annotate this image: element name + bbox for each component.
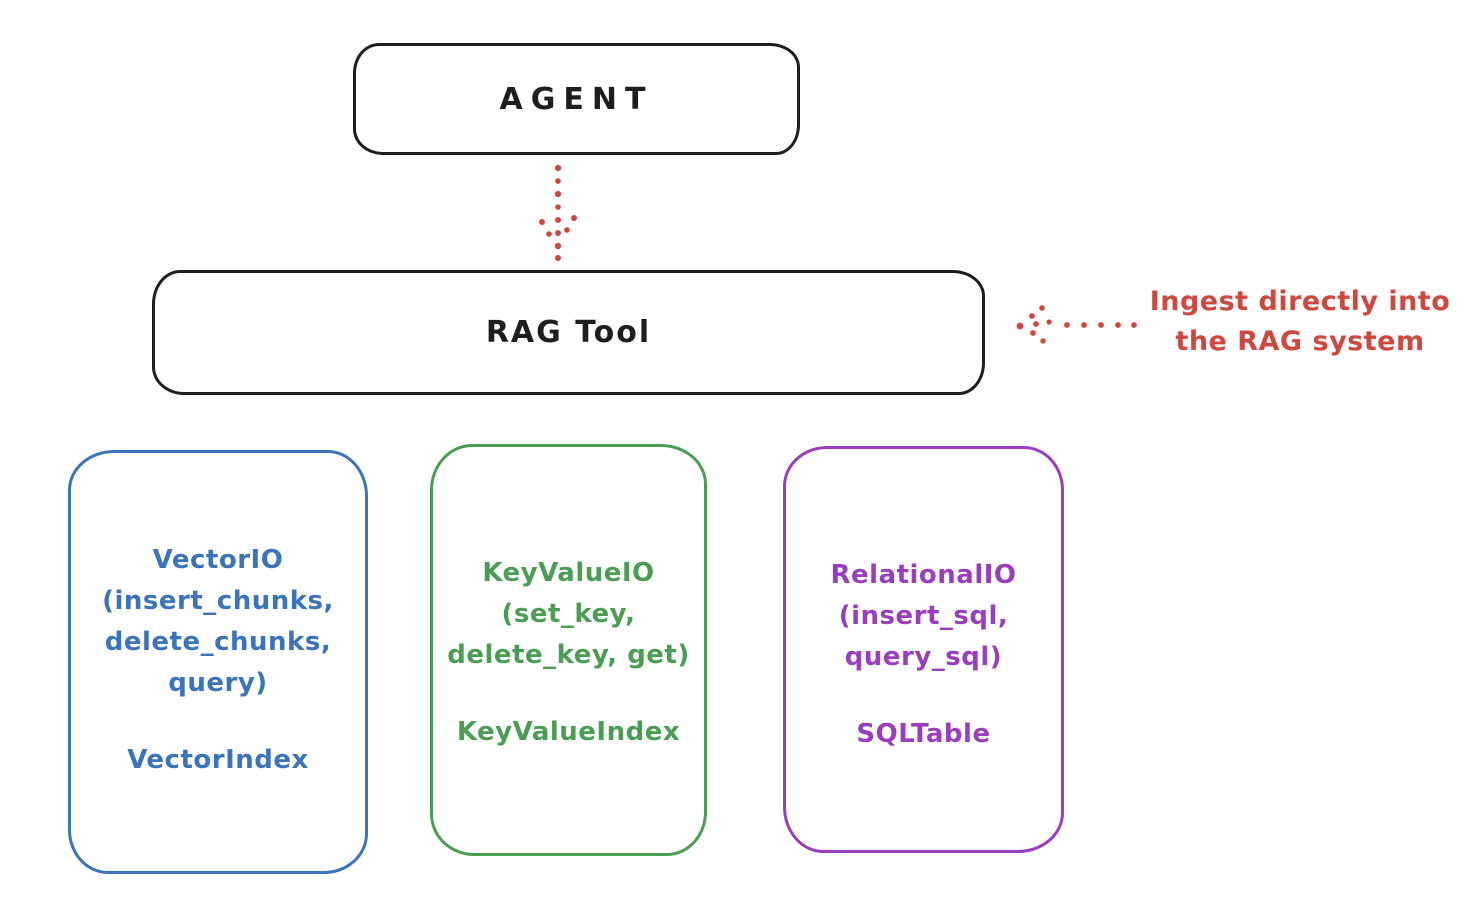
vector-io-text: VectorIO (insert_chunks, delete_chunks, …: [71, 540, 365, 781]
store-line: (insert_sql,: [838, 601, 1009, 631]
rag-tool-node-label: RAG Tool: [485, 315, 652, 350]
dotted-arrow-left-icon: [1012, 300, 1142, 354]
ingest-annotation: Ingest directly into the RAG system: [1140, 282, 1460, 362]
store-index-label: SQLTable: [856, 719, 991, 749]
store-line: (set_key,: [501, 599, 636, 629]
store-line: RelationalIO: [830, 560, 1017, 590]
dotted-arrow-down-icon: [528, 160, 588, 274]
relational-io-node: RelationalIO (insert_sql, query_sql) SQL…: [783, 446, 1064, 853]
store-line: delete_key, get): [447, 640, 690, 670]
ingest-annotation-line2: the RAG system: [1175, 326, 1425, 357]
store-line: (insert_chunks,: [102, 586, 334, 616]
agent-node: AGENT: [353, 43, 800, 155]
keyvalue-io-text: KeyValueIO (set_key, delete_key, get) Ke…: [433, 553, 704, 753]
agent-node-label: AGENT: [499, 81, 654, 117]
vector-io-node: VectorIO (insert_chunks, delete_chunks, …: [68, 450, 368, 874]
keyvalue-io-node: KeyValueIO (set_key, delete_key, get) Ke…: [430, 444, 707, 856]
spacer: [433, 676, 704, 712]
store-index-label: KeyValueIndex: [456, 717, 681, 747]
store-line: VectorIO: [152, 545, 284, 575]
spacer: [786, 678, 1061, 714]
store-line: KeyValueIO: [482, 558, 655, 588]
relational-io-text: RelationalIO (insert_sql, query_sql) SQL…: [786, 555, 1061, 755]
spacer: [71, 704, 365, 740]
store-line: query_sql): [844, 642, 1003, 672]
store-line: delete_chunks,: [104, 627, 332, 657]
ingest-annotation-line1: Ingest directly into: [1149, 286, 1451, 317]
store-line: query): [168, 668, 268, 698]
store-index-label: VectorIndex: [127, 745, 309, 775]
rag-tool-node: RAG Tool: [152, 270, 985, 395]
